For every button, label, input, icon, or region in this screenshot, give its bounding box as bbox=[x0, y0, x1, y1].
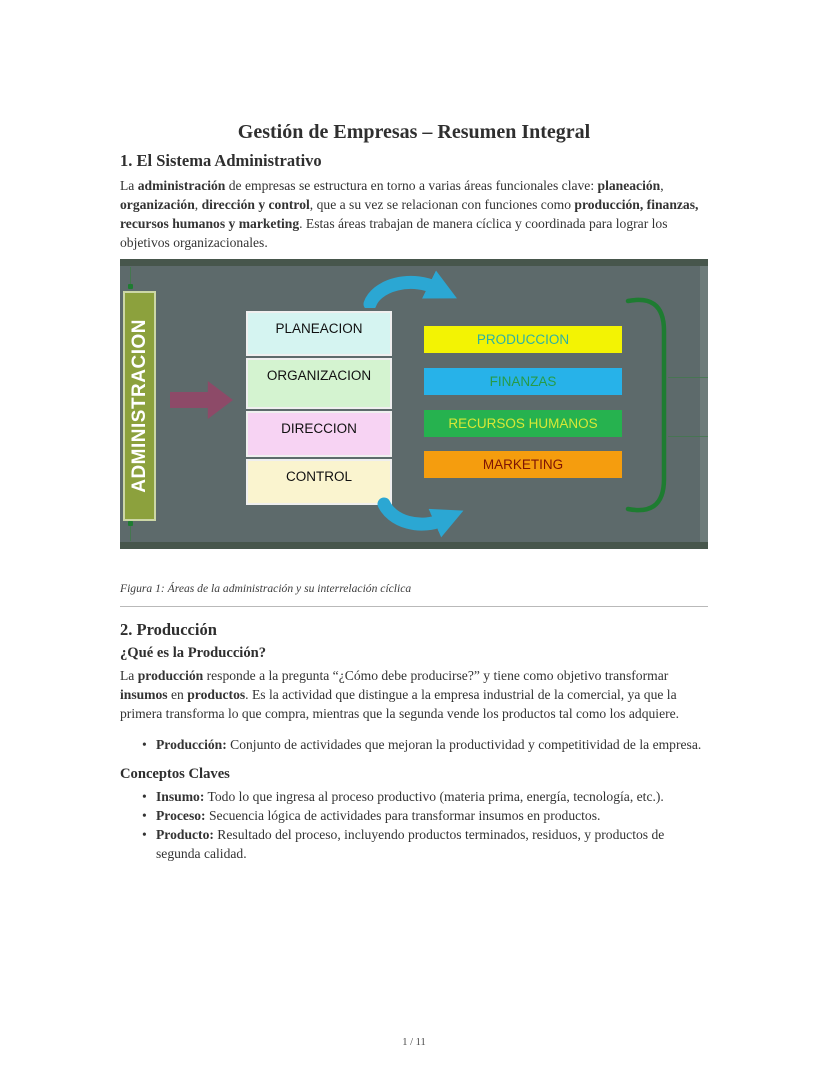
diagram-right-bar: PRODUCCION bbox=[424, 326, 622, 353]
document-title: Gestión de Empresas – Resumen Integral bbox=[237, 121, 591, 143]
administration-vertical-bar: ADMINISTRACION bbox=[123, 291, 156, 521]
section-1-paragraph: La administración de empresas se estruct… bbox=[120, 178, 699, 250]
diagram-right-bar: MARKETING bbox=[424, 451, 622, 478]
section-2-subheading: ¿Qué es la Producción? bbox=[120, 645, 267, 661]
connector-line-2 bbox=[668, 436, 708, 437]
page-number: 1 / 11 bbox=[402, 1037, 426, 1048]
section-1-heading: 1. El Sistema Administrativo bbox=[120, 151, 322, 170]
section-divider bbox=[120, 606, 708, 607]
diagram-left-box: ORGANIZACION bbox=[246, 358, 392, 409]
concepts-bullet-list: Insumo: Todo lo que ingresa al proceso p… bbox=[142, 787, 708, 863]
section-2-heading: 2. Producción bbox=[120, 620, 217, 639]
list-item: Insumo: Todo lo que ingresa al proceso p… bbox=[142, 787, 708, 806]
figure-1-caption: Figura 1: Áreas de la administración y s… bbox=[120, 582, 412, 595]
guide-marker-bottom bbox=[128, 521, 133, 526]
list-item: Producto: Resultado del proceso, incluye… bbox=[142, 825, 708, 863]
list-item: Proceso: Secuencia lógica de actividades… bbox=[142, 806, 708, 825]
administration-label: ADMINISTRACION bbox=[128, 319, 150, 493]
cycle-arrow-top-icon bbox=[363, 270, 457, 308]
diagram-left-box: DIRECCION bbox=[246, 411, 392, 457]
diagram-right-strip bbox=[700, 266, 708, 542]
section-2-paragraph: La producción responde a la pregunta “¿C… bbox=[120, 668, 680, 721]
connector-line-1 bbox=[668, 377, 708, 378]
diagram-left-box: CONTROL bbox=[246, 459, 392, 505]
guide-line-top bbox=[130, 267, 131, 284]
document-content: Gestión de Empresas – Resumen Integral 1… bbox=[120, 0, 708, 875]
diagram-bottom-edge-bar bbox=[120, 542, 708, 549]
guide-line-bottom bbox=[130, 524, 131, 541]
diagram-top-edge-bar bbox=[120, 259, 708, 266]
diagram-right-bar: RECURSOS HUMANOS bbox=[424, 410, 622, 437]
list-item: Producción: Conjunto de actividades que … bbox=[142, 735, 708, 754]
guide-marker-top bbox=[128, 284, 133, 289]
right-bracket-icon bbox=[625, 297, 667, 513]
diagram-right-bar: FINANZAS bbox=[424, 368, 622, 395]
diagram-left-box: PLANEACION bbox=[246, 311, 392, 356]
block-arrow-right-icon bbox=[170, 381, 233, 419]
concepts-heading: Conceptos Claves bbox=[120, 766, 230, 782]
cycle-arrow-bottom-icon bbox=[377, 497, 464, 538]
production-bullet-list: Producción: Conjunto de actividades que … bbox=[142, 735, 708, 754]
